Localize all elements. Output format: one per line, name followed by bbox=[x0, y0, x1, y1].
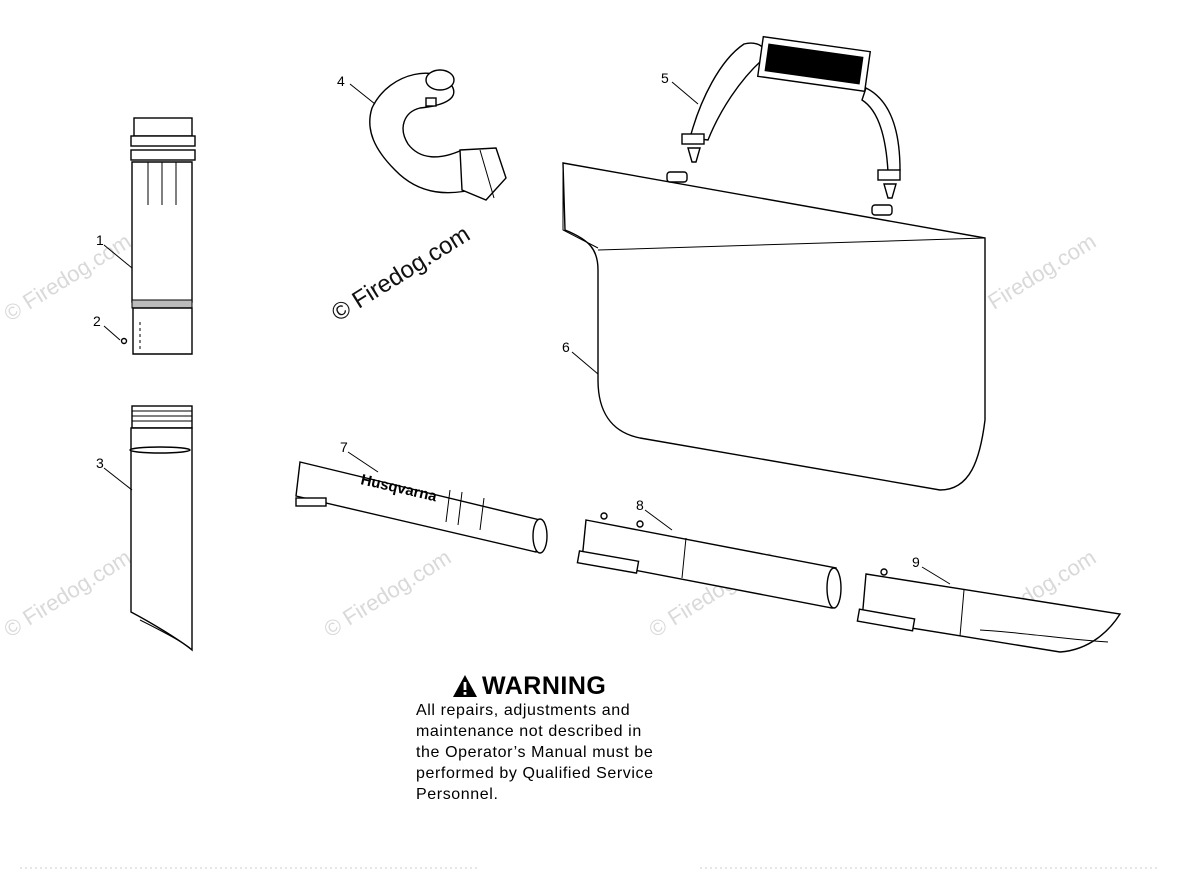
part-9-nozzle bbox=[856, 568, 1122, 653]
part-1-tube bbox=[130, 117, 196, 355]
warning-triangle-icon bbox=[453, 675, 477, 697]
warning-heading: WARNING bbox=[482, 671, 607, 700]
warning-line: maintenance not described in bbox=[416, 723, 642, 740]
watermark: © Firedog.com bbox=[0, 228, 135, 326]
callout-7: 7 bbox=[340, 439, 348, 455]
warning-block: WARNING All repairs, adjustments and mai… bbox=[416, 672, 716, 805]
callout-8: 8 bbox=[636, 497, 644, 513]
leader-lines bbox=[103, 81, 951, 585]
part-6-bag bbox=[562, 162, 986, 491]
part-5-strap bbox=[681, 35, 901, 199]
warning-line: performed by Qualified Service bbox=[416, 765, 654, 782]
warning-text: All repairs, adjustments and maintenance… bbox=[416, 700, 716, 805]
part-3-nozzle bbox=[129, 405, 193, 652]
part-7-logo-tube: Husqvarna bbox=[295, 461, 548, 554]
warning-line: Personnel. bbox=[416, 786, 499, 803]
callout-1: 1 bbox=[96, 232, 104, 248]
warning-title: WARNING bbox=[452, 672, 716, 700]
callout-4: 4 bbox=[337, 73, 345, 89]
watermark: © Firedog.com bbox=[0, 544, 135, 642]
watermark: © Firedog.com bbox=[319, 544, 455, 642]
part-8-tube bbox=[576, 512, 842, 609]
part-4-elbow bbox=[369, 69, 507, 201]
callout-3: 3 bbox=[96, 455, 104, 471]
callout-2: 2 bbox=[93, 313, 101, 329]
callout-5: 5 bbox=[661, 70, 669, 86]
warning-line: All repairs, adjustments and bbox=[416, 702, 631, 719]
callouts: 1 2 3 4 5 6 7 8 9 bbox=[93, 70, 920, 570]
watermark-main: © Firedog.com bbox=[327, 221, 475, 327]
warning-line: the Operator’s Manual must be bbox=[416, 744, 654, 761]
part-2-screw bbox=[120, 337, 128, 345]
callout-9: 9 bbox=[912, 554, 920, 570]
callout-6: 6 bbox=[562, 339, 570, 355]
